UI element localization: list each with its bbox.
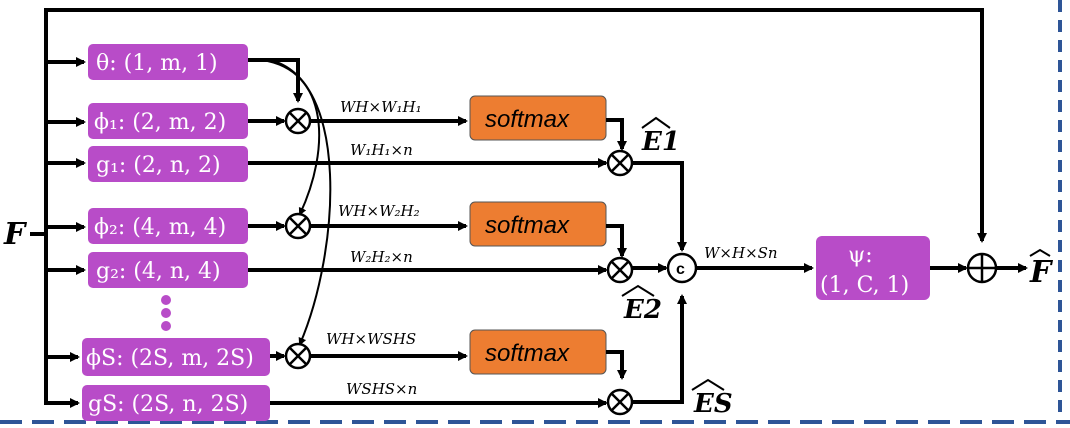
- e2-label: E2: [623, 295, 662, 325]
- psi-box: [816, 236, 930, 300]
- e1-label: E1: [641, 127, 680, 157]
- ellipsis-dot-3: [161, 321, 171, 331]
- psi-label-2: (1, C, 1): [820, 273, 909, 298]
- edge-label-whsn: W×H×Sn: [704, 244, 778, 262]
- e2-hat: [621, 284, 655, 297]
- edge-label-wh1: WH×W₁H₁: [340, 98, 422, 116]
- g2-box: [88, 252, 248, 288]
- theta-box: [88, 44, 248, 80]
- phi1-box-label: ϕ₁: (2, m, 2): [94, 110, 226, 135]
- theta-box-label: θ: (1, m, 1): [96, 51, 218, 76]
- edge-label-wsn: WSHS×n: [346, 380, 417, 398]
- softmax-label-1: softmax: [485, 106, 570, 133]
- input-label-f: F: [3, 217, 28, 252]
- gs-box-label: gS: (2S, n, 2S): [88, 392, 248, 417]
- es-to-concat: [632, 294, 687, 404]
- concat-label: c: [676, 261, 685, 278]
- phis-box: [82, 338, 270, 376]
- softmax1-to-mult: [606, 118, 627, 151]
- es-hat: [691, 378, 725, 391]
- output-label-f: F: [1029, 255, 1054, 290]
- ellipsis-dot-2: [161, 308, 171, 318]
- edge-label-whs: WH×WSHS: [326, 330, 416, 348]
- phis-box-label: ϕS: (2S, m, 2S): [86, 346, 254, 371]
- e1-hat: [641, 116, 671, 129]
- g1-box: [88, 146, 248, 182]
- softmax-label-2: softmax: [485, 212, 570, 239]
- psi-label-1: ψ:: [848, 243, 873, 268]
- output-hat: [1029, 248, 1051, 257]
- softmaxs-to-mult: [606, 350, 627, 380]
- g2-box-label: g₂: (4, n, 4): [96, 259, 221, 284]
- edge-label-w2n: W₂H₂×n: [350, 248, 413, 266]
- theta-to-mult2: [261, 59, 321, 216]
- g1-box-label: g₁: (2, n, 2): [96, 153, 221, 178]
- phi2-box: [88, 208, 248, 244]
- es-label: ES: [693, 389, 733, 419]
- edge-label-w1n: W₁H₁×n: [350, 141, 413, 159]
- ellipsis-dot-1: [161, 295, 171, 305]
- theta-to-mult1: [248, 58, 303, 103]
- gs-box: [82, 385, 270, 421]
- softmax2-to-mult: [606, 224, 627, 258]
- theta-to-mults: [269, 59, 332, 346]
- e1-to-concat: [632, 161, 687, 252]
- phi2-box-label: ϕ₂: (4, m, 4): [94, 215, 226, 240]
- edge-label-wh2: WH×W₂H₂: [338, 202, 420, 220]
- phi1-box: [88, 103, 248, 139]
- softmax-label-s: softmax: [485, 340, 570, 367]
